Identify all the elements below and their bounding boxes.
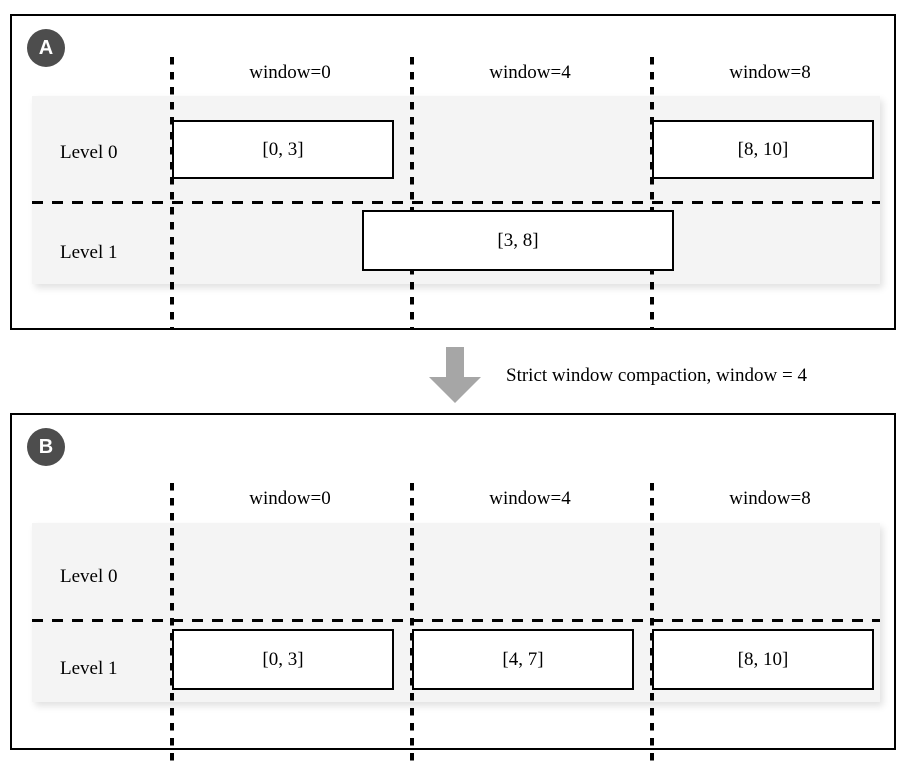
panel-b-level-divider: [32, 619, 880, 622]
panel-a-interval-box: [0, 3]: [172, 120, 394, 179]
panel-a: A window=0 window=4 window=8 Level 0 Lev…: [10, 14, 896, 330]
arrow-down-icon: [429, 347, 481, 403]
panel-b-column-header-window-8: window=8: [729, 488, 811, 509]
panel-a-level-label-1: Level 1: [60, 242, 118, 263]
panel-a-window-divider-1: [170, 57, 174, 328]
panel-b-interval-box: [8, 10]: [652, 629, 874, 690]
panel-b-level-label-0: Level 0: [60, 566, 118, 587]
panel-b: B window=0 window=4 window=8 Level 0 Lev…: [10, 413, 896, 765]
panel-a-badge: A: [27, 29, 65, 67]
panel-a-column-header-window-4: window=4: [489, 62, 571, 83]
panel-b-column-header-window-4: window=4: [489, 488, 571, 509]
panel-a-level-divider: [32, 201, 880, 204]
panel-a-window-divider-2: [410, 57, 414, 328]
panel-a-column-header-window-8: window=8: [729, 62, 811, 83]
panel-b-interval-box: [0, 3]: [172, 629, 394, 690]
panel-b-column-header-window-0: window=0: [249, 488, 331, 509]
panel-b-interval-box: [4, 7]: [412, 629, 634, 690]
panel-a-level-label-0: Level 0: [60, 142, 118, 163]
panel-a-window-divider-3: [650, 57, 654, 328]
panel-b-window-divider-1: [170, 483, 174, 765]
panel-b-window-divider-3: [650, 483, 654, 765]
panel-a-interval-box: [3, 8]: [362, 210, 674, 271]
panel-b-badge: B: [27, 428, 65, 466]
panel-b-window-divider-2: [410, 483, 414, 765]
panel-a-interval-box: [8, 10]: [652, 120, 874, 179]
panel-b-level-label-1: Level 1: [60, 658, 118, 679]
transition-row: Strict window compaction, window = 4: [0, 340, 906, 410]
transition-caption: Strict window compaction, window = 4: [506, 365, 807, 386]
panel-a-column-header-window-0: window=0: [249, 62, 331, 83]
